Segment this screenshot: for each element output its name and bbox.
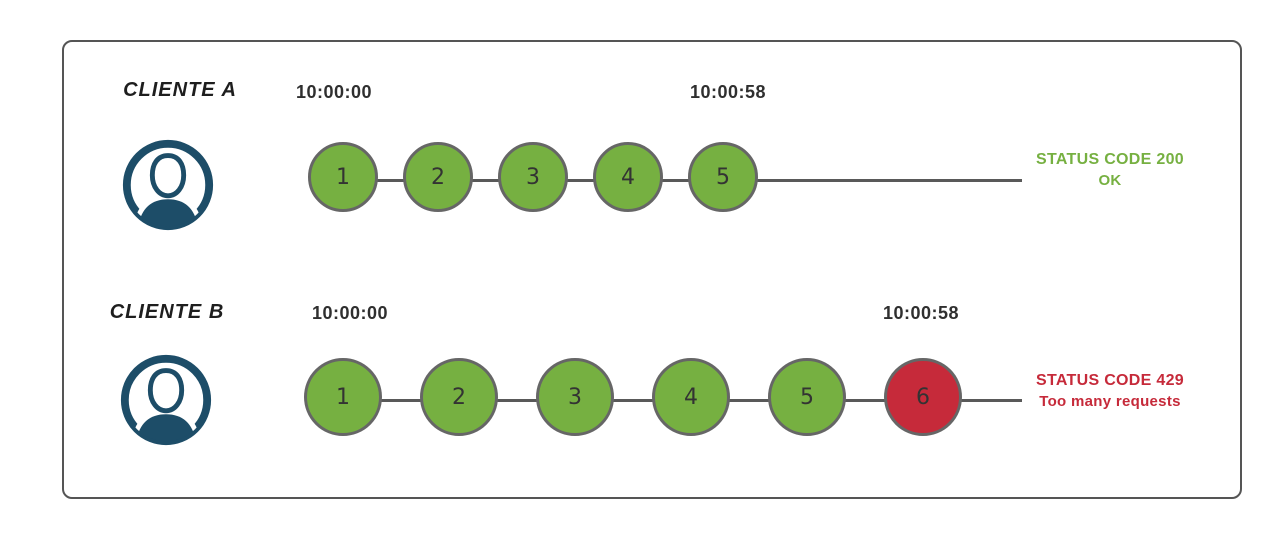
timestamp-start-a: 10:00:00: [295, 82, 373, 102]
request-circle: 2: [420, 358, 498, 436]
client-a-label: CLIENTE A: [123, 79, 237, 101]
request-circle: 5: [688, 142, 758, 212]
status-detail-b: Too many requests: [1039, 393, 1181, 410]
user-icon: [117, 351, 215, 449]
diagram-frame: [62, 40, 1242, 499]
timestamp-end-b: 10:00:58: [882, 303, 960, 323]
request-circle: 1: [308, 142, 378, 212]
status-code-b: STATUS CODE 429: [1036, 372, 1184, 389]
timeline-a: [343, 179, 1022, 182]
timestamp-end-a: 10:00:58: [689, 82, 767, 102]
request-circle: 3: [498, 142, 568, 212]
request-circle: 1: [304, 358, 382, 436]
request-circle: 3: [536, 358, 614, 436]
request-circle: 2: [403, 142, 473, 212]
status-b: STATUS CODE 429 Too many requests: [1020, 370, 1200, 412]
request-circle: 5: [768, 358, 846, 436]
request-circle: 4: [593, 142, 663, 212]
client-b-label: CLIENTE B: [109, 301, 225, 323]
request-circle-rejected: 6: [884, 358, 962, 436]
status-code-a: STATUS CODE 200: [1036, 151, 1184, 168]
user-icon: [119, 136, 217, 234]
request-circle: 4: [652, 358, 730, 436]
timestamp-start-b: 10:00:00: [311, 303, 389, 323]
status-detail-a: OK: [1098, 172, 1122, 189]
status-a: STATUS CODE 200 OK: [1020, 149, 1200, 191]
